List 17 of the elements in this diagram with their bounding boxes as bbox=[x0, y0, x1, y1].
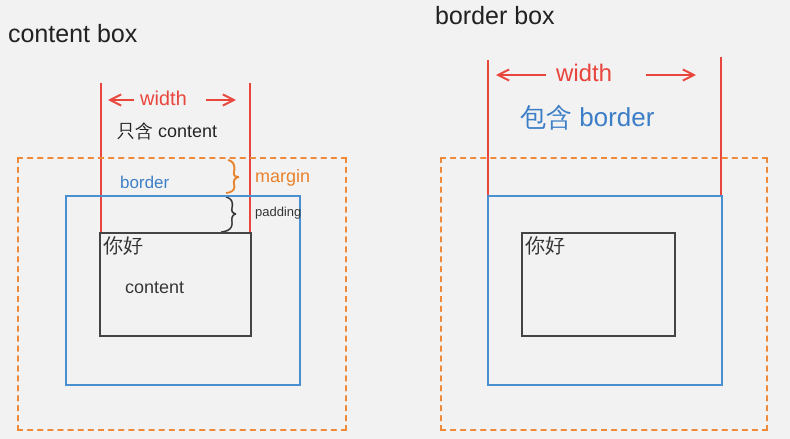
content-box bbox=[99, 232, 252, 337]
margin-box bbox=[440, 157, 768, 431]
note: 包含 border bbox=[520, 104, 654, 130]
dimension-label: width bbox=[140, 89, 187, 109]
border-box bbox=[487, 195, 723, 386]
region-label: margin bbox=[255, 167, 310, 185]
margin-box bbox=[17, 157, 347, 431]
note: 只含 content bbox=[117, 122, 218, 140]
content-text: content bbox=[125, 278, 184, 296]
region-label: border bbox=[120, 174, 170, 191]
heading: border box bbox=[435, 4, 555, 29]
border-box bbox=[65, 195, 301, 386]
content-box bbox=[521, 232, 676, 337]
greeting-text: 你好 bbox=[103, 236, 143, 256]
heading: content box bbox=[8, 22, 138, 47]
greeting-text: 你好 bbox=[525, 236, 565, 256]
dimension-label: width bbox=[556, 62, 612, 86]
